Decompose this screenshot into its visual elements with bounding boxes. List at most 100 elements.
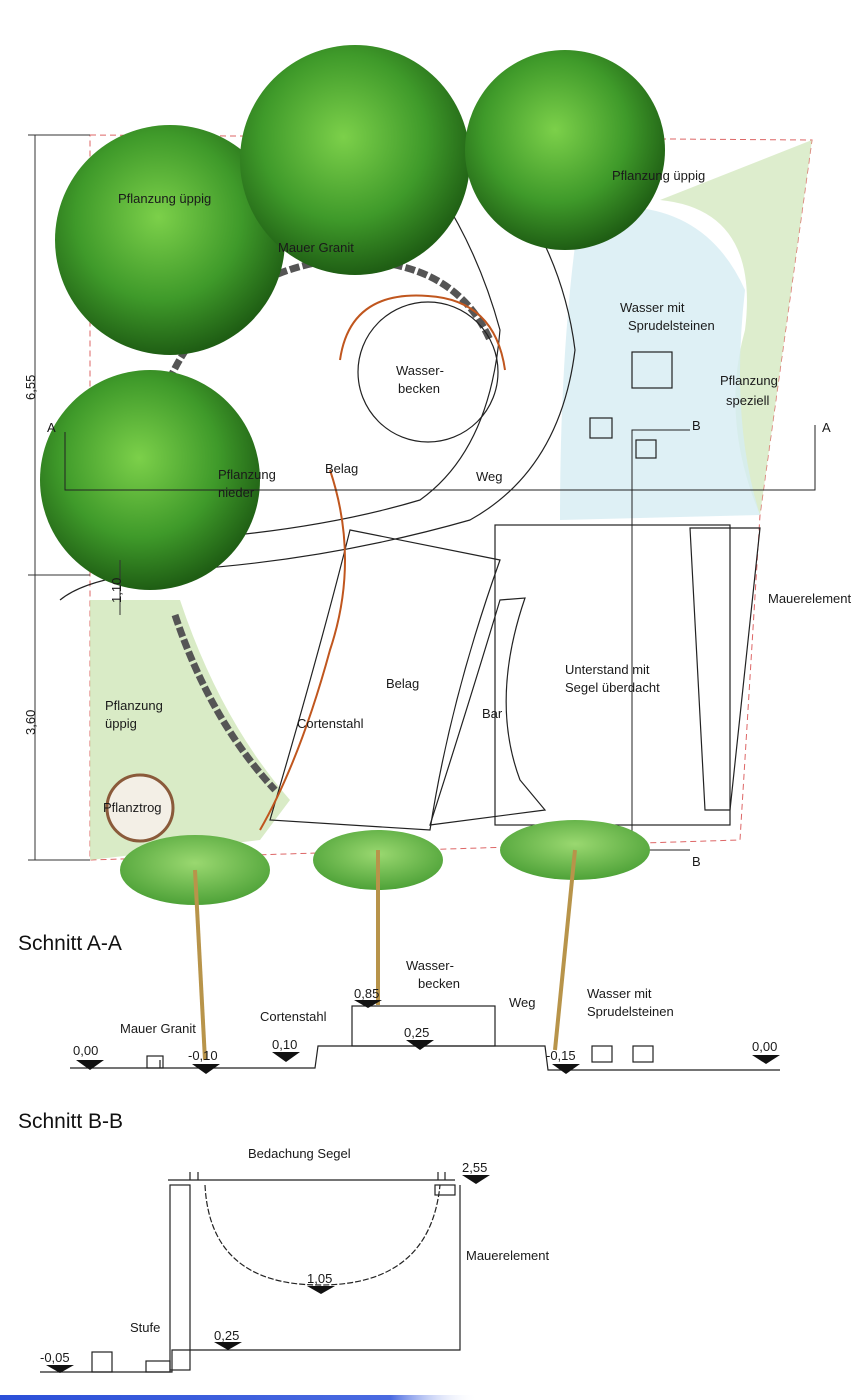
label-shelter: Unterstand mit [565, 662, 650, 677]
wall-block [146, 1055, 164, 1069]
label-planting-lush-nw: Pflanzung üppig [118, 191, 211, 206]
section-b-b: Schnitt B-B Bedachung Segel Mauerelement… [18, 1110, 549, 1373]
section-line-a [64, 425, 816, 491]
section-marker-a-left: A [47, 420, 56, 435]
level-label: -0,10 [188, 1048, 218, 1063]
label-wall-granite: Mauer Granit [120, 1021, 196, 1036]
planter [105, 773, 175, 843]
label-path: Weg [509, 995, 536, 1010]
label-step: Stufe [130, 1320, 160, 1335]
label-wall-granite: Mauer Granit [278, 240, 354, 255]
level-triangle-icon [552, 1064, 580, 1074]
level-triangle-icon [354, 1000, 382, 1008]
dimension-1-10: 1,10 [109, 578, 124, 603]
wall-element-top [434, 1184, 456, 1196]
label-pool: becken [398, 381, 440, 396]
label-planting-lush-ne: Pflanzung üppig [612, 168, 705, 183]
sail-canopy [204, 1184, 441, 1286]
level-triangle-icon [76, 1060, 104, 1070]
tree-trunk [553, 849, 577, 1051]
level-triangle-icon [192, 1064, 220, 1074]
section-line-b [631, 429, 690, 851]
label-path: Weg [476, 469, 503, 484]
level-label: 2,55 [462, 1160, 487, 1175]
label-water: Sprudelsteinen [587, 1004, 674, 1019]
ground-line [70, 1045, 780, 1071]
section-marker-b-bottom: B [692, 854, 701, 869]
label-planting-special: Pflanzung [720, 373, 778, 388]
label-water-bubble: Sprudelsteinen [628, 318, 715, 333]
bubble-stone [635, 439, 657, 459]
label-paving-upper: Belag [325, 461, 358, 476]
level-label: 0,00 [752, 1039, 777, 1054]
avenue-trees [120, 820, 650, 1061]
section-marker-b-top: B [692, 418, 701, 433]
label-pool: becken [418, 976, 460, 991]
section-marker-a-right: A [822, 420, 831, 435]
ground-line [40, 1185, 461, 1373]
wall-element [689, 527, 761, 811]
corten-edge [259, 469, 346, 831]
level-label: -0,15 [546, 1048, 576, 1063]
level-label: 1,05 [307, 1271, 332, 1286]
section-a-a-title: Schnitt A-A [18, 932, 122, 955]
level-label: 0,25 [214, 1328, 239, 1343]
bubble-stone [591, 1045, 613, 1063]
label-planting-low: Pflanzung [218, 467, 276, 482]
bottom-border [0, 1395, 868, 1400]
site-plan [28, 45, 816, 861]
level-triangle-icon [406, 1040, 434, 1050]
water-basin [357, 301, 499, 443]
label-wall-element: Mauerelement [466, 1248, 549, 1263]
roof-line [168, 1172, 455, 1181]
bar-counter [429, 597, 547, 826]
level-label: -0,05 [40, 1350, 70, 1365]
section-b-b-title: Schnitt B-B [18, 1110, 123, 1133]
tree-trunk [193, 869, 207, 1061]
level-triangle-icon [752, 1055, 780, 1064]
planting-area-east [660, 140, 812, 515]
step-block [145, 1360, 171, 1373]
bubble-stone [632, 1045, 654, 1063]
water-area [560, 206, 760, 520]
tree-canopy [240, 45, 470, 275]
level-label: 0,85 [354, 986, 379, 1001]
plan-labels: Pflanzung üppig Mauer Granit Pflanzung ü… [23, 168, 851, 869]
label-shelter: Segel überdacht [565, 680, 660, 695]
section-a-a: Schnitt A-A Wasser- becken Weg Wasser mi… [18, 932, 780, 1074]
granite-wall-lower [171, 613, 278, 793]
dimension-line [28, 134, 121, 861]
tree-canopy [465, 50, 665, 250]
level-markers: 0,00 -0,10 0,10 0,85 0,25 -0,15 0,00 [73, 986, 780, 1074]
level-triangle-icon [272, 1052, 300, 1062]
label-pool: Wasser- [406, 958, 454, 973]
level-label: 0,25 [404, 1025, 429, 1040]
label-bar: Bar [482, 706, 503, 721]
site-boundary [89, 134, 813, 861]
label-planter: Pflanztrog [103, 800, 162, 815]
wall-element [169, 1184, 191, 1371]
bubble-stone [631, 351, 673, 389]
level-triangle-icon [307, 1286, 335, 1294]
label-water-bubble: Wasser mit [620, 300, 685, 315]
tree-canopy [40, 370, 260, 590]
label-roof-sail: Bedachung Segel [248, 1146, 351, 1161]
label-pool: Wasser- [396, 363, 444, 378]
basin-corten-rim [339, 294, 506, 371]
label-water: Wasser mit [587, 986, 652, 1001]
label-planting-lush-sw: üppig [105, 716, 137, 731]
label-corten: Cortenstahl [297, 716, 364, 731]
label-planting-low: nieder [218, 485, 255, 500]
bubble-stone [589, 417, 613, 439]
label-wall-element: Mauerelement [768, 591, 851, 606]
level-label: 0,00 [73, 1043, 98, 1058]
dimension-6-55: 6,55 [23, 375, 38, 400]
label-planting-lush-sw: Pflanzung [105, 698, 163, 713]
dimension-3-60: 3,60 [23, 710, 38, 735]
level-triangle-icon [46, 1365, 74, 1373]
paving-belag [269, 529, 501, 831]
stone-block [91, 1351, 113, 1373]
level-triangle-icon [462, 1175, 490, 1184]
